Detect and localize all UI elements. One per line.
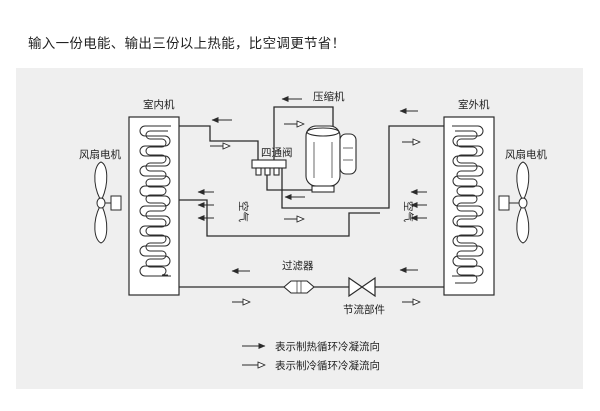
four-way-valve-label: 四通阀 [261,146,293,159]
compressor-label: 压缩机 [313,90,345,103]
outdoor-unit [443,116,495,296]
headline: 输入一份电能、输出三份以上热能，比空调更节省！ [28,36,346,52]
throttle-label: 节流部件 [343,303,385,316]
indoor-coil [139,125,171,277]
indoor-unit [128,116,180,296]
compressor-icon [305,125,357,193]
legend: 表示制热循环冷凝流向 表示制冷循环冷凝流向 [242,340,380,372]
right-fan-motor-label: 风扇电机 [505,148,547,161]
legend-cooling-label: 表示制冷循环冷凝流向 [275,359,380,372]
throttle-icon [348,276,376,298]
right-fan-icon [498,161,530,244]
air-label-left: 空气 [237,201,250,222]
indoor-unit-label: 室内机 [143,98,175,111]
air-label-right: 空气 [402,201,415,222]
outdoor-coil [452,125,484,277]
cooling-arrows [210,124,420,302]
left-fan-icon [94,161,122,244]
filter-icon [283,280,315,294]
heating-arrows [197,96,427,274]
legend-heating-label: 表示制热循环冷凝流向 [275,340,380,353]
left-fan-motor-label: 风扇电机 [79,148,121,161]
four-way-valve [251,159,287,176]
outdoor-unit-label: 室外机 [458,98,490,111]
filter-label: 过滤器 [282,259,314,272]
